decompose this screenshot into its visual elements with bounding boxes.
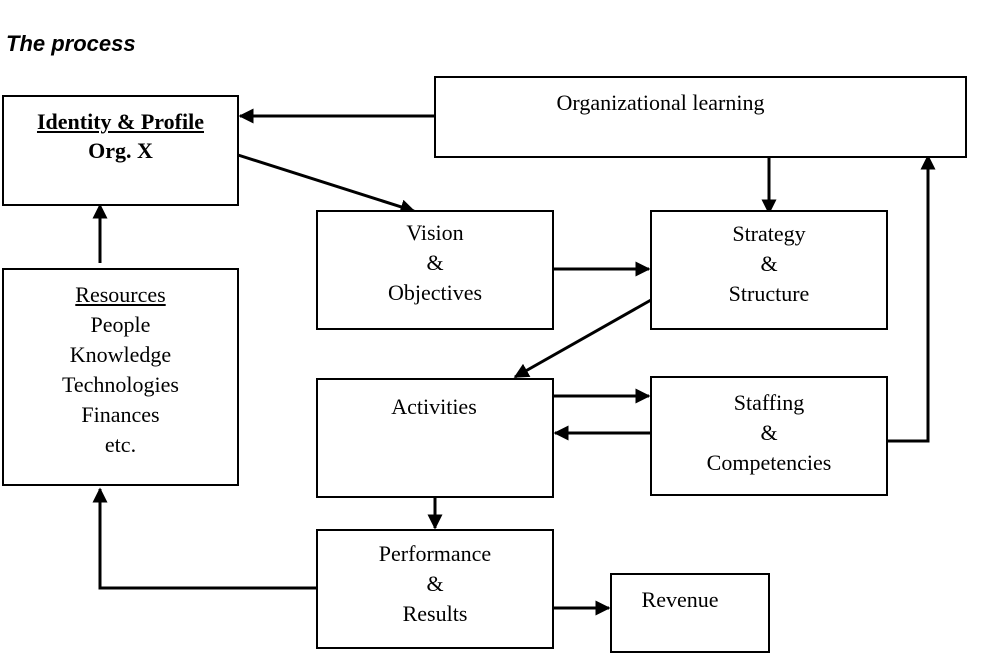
vision-box: Vision & Objectives <box>316 210 554 330</box>
strategy-box: Strategy & Structure <box>650 210 888 330</box>
vision-line-3: Objectives <box>387 280 483 305</box>
resources-heading: Resources <box>75 282 166 307</box>
resources-item: Knowledge <box>69 342 172 367</box>
strategy-line-3: Structure <box>728 281 810 306</box>
identity-heading: Identity & Profile <box>36 109 204 134</box>
activities-label: Activities <box>391 394 477 419</box>
revenue-box: Revenue <box>610 573 770 653</box>
arrow-identity-to-vision <box>237 153 416 215</box>
activities-box: Activities <box>316 378 554 498</box>
vision-line-1: Vision <box>406 220 464 245</box>
resources-item: Technologies <box>62 372 179 397</box>
arrow-staffing-to-learning <box>887 154 936 443</box>
staffing-line-3: Competencies <box>706 450 832 475</box>
strategy-line-2: & <box>760 251 778 276</box>
resources-box: Resources People Knowledge Technologies … <box>2 268 239 486</box>
performance-box: Performance & Results <box>316 529 554 649</box>
strategy-line-1: Strategy <box>732 221 806 246</box>
identity-profile-box: Identity & Profile Org. X <box>2 95 239 206</box>
performance-line-2: & <box>426 571 444 596</box>
performance-line-3: Results <box>402 601 468 626</box>
identity-subtitle: Org. X <box>88 138 153 163</box>
staffing-line-2: & <box>760 420 778 445</box>
resources-item: etc. <box>104 432 137 457</box>
resources-item: People <box>90 312 151 337</box>
diagram-title: The process <box>6 31 136 56</box>
revenue-label: Revenue <box>641 587 719 612</box>
arrow-strategy-to-activities <box>513 298 652 379</box>
learning-label: Organizational learning <box>556 90 765 115</box>
performance-line-1: Performance <box>378 541 492 566</box>
vision-line-2: & <box>426 250 444 275</box>
organizational-learning-box: Organizational learning <box>434 76 967 158</box>
staffing-line-1: Staffing <box>733 390 805 415</box>
staffing-box: Staffing & Competencies <box>650 376 888 496</box>
arrow-performance-to-resources <box>92 487 317 590</box>
resources-item: Finances <box>81 402 160 427</box>
